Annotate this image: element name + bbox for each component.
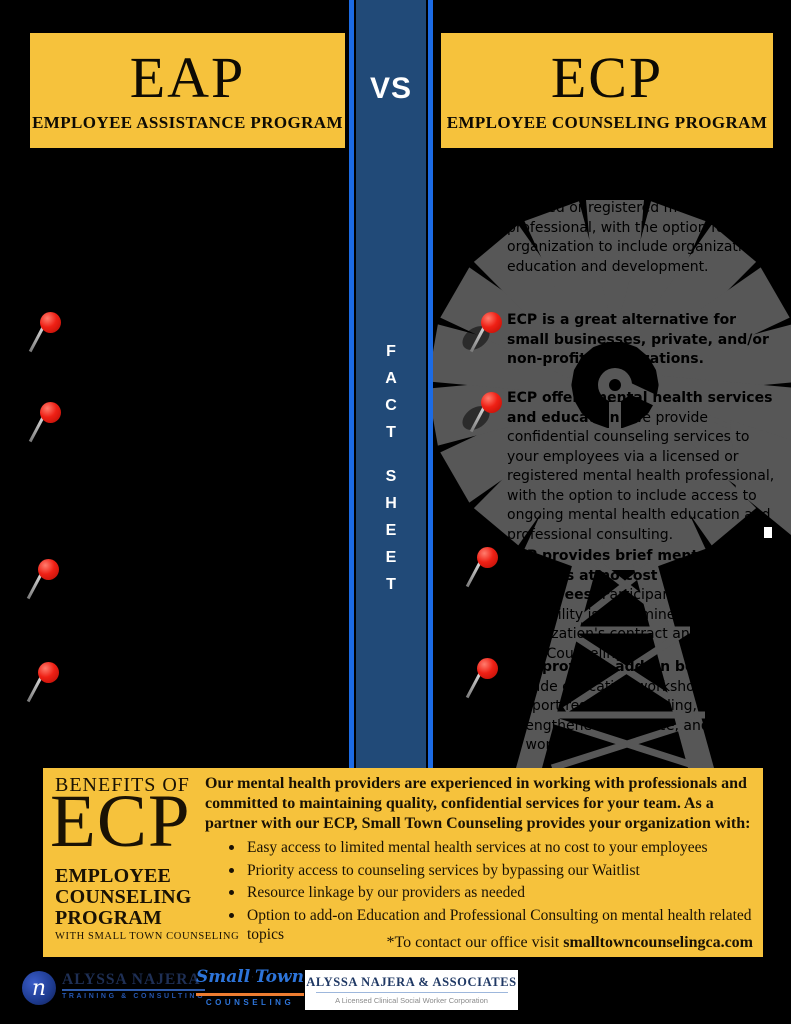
letter: E xyxy=(385,549,397,566)
alyssa-najera-associates-card: ALYSSA NAJERA & ASSOCIATES A Licensed Cl… xyxy=(305,970,518,1010)
ecp-bullet-3: ECP provides brief mental health session… xyxy=(507,548,768,662)
eap-subtitle: EMPLOYEE ASSISTANCE PROGRAM xyxy=(32,112,343,132)
ecp-intro-paragraph: ECP provides confidential counseling ser… xyxy=(507,161,772,275)
contact-line: *To contact our office visit smalltownco… xyxy=(386,934,753,952)
ecp-title: ECP xyxy=(550,44,664,110)
benefits-eyebrow: BENEFITS OF xyxy=(55,774,190,796)
program-line: EMPLOYEE xyxy=(55,865,172,887)
eap-header-box: EAP EMPLOYEE ASSISTANCE PROGRAM xyxy=(30,33,345,148)
logo1-subtitle: TRAINING & CONSULTING xyxy=(62,993,206,1000)
contact-domain: smalltowncounselingca.com xyxy=(563,934,753,951)
vs-band: VS F A C T S H E E T xyxy=(356,0,426,768)
ecp-bullet-1: ECP is a great alternative for small bus… xyxy=(507,312,769,367)
logo3-subtitle: A Licensed Clinical Social Worker Corpor… xyxy=(335,996,488,1005)
pushpin-icon xyxy=(457,312,513,360)
white-notch xyxy=(764,527,772,538)
benefits-acronym: ECP xyxy=(50,780,191,863)
ecp-header-box: ECP EMPLOYEE COUNSELING PROGRAM xyxy=(441,33,773,148)
small-town-windmill-icon xyxy=(252,976,253,978)
benefits-section: BENEFITS OF ECP EMPLOYEE COUNSELING PROG… xyxy=(43,768,763,957)
logo2-word1: Small xyxy=(196,967,251,987)
letter: S xyxy=(385,468,397,485)
vs-label: VS xyxy=(369,72,413,105)
logo2-subtitle: COUNSELING xyxy=(205,998,295,1007)
windmill-icon xyxy=(430,200,791,768)
eap-title: EAP xyxy=(129,44,246,110)
program-line: PROGRAM xyxy=(55,907,162,929)
benefit-item: Easy access to limited mental health ser… xyxy=(225,838,765,858)
contact-prefix: *To contact our office visit xyxy=(386,934,564,951)
pushpin-icon xyxy=(14,559,70,607)
benefit-item: Resource linkage by our providers as nee… xyxy=(225,883,765,903)
logo3-rule xyxy=(315,992,508,993)
logo2-script: Small Town xyxy=(196,962,304,992)
sheet-vertical-text: S H E E T xyxy=(356,463,426,598)
letter: A xyxy=(385,370,397,387)
program-line: COUNSELING xyxy=(55,886,192,908)
band-border-right xyxy=(428,0,433,768)
benefits-subtitle: WITH SMALL TOWN COUNSELING xyxy=(55,931,240,942)
logo2-orange-bar xyxy=(196,993,304,996)
letter: T xyxy=(386,424,396,441)
ecp-bullet-2: ECP offers mental health services and ed… xyxy=(507,390,775,543)
footer: n ALYSSA NAJERA TRAINING & CONSULTING Sm… xyxy=(0,957,791,1024)
ecp-bullet-4: ECP provides add-on benefits that includ… xyxy=(507,659,775,753)
alyssa-najera-training-logo: n ALYSSA NAJERA TRAINING & CONSULTING xyxy=(22,971,206,1005)
letter: F xyxy=(386,343,396,360)
pushpin-icon xyxy=(453,547,509,595)
pushpin-icon xyxy=(14,662,70,710)
letter: C xyxy=(385,397,397,414)
benefits-program-title: EMPLOYEE COUNSELING PROGRAM xyxy=(55,866,191,929)
small-town-counseling-logo: Small Town COUNSELING xyxy=(196,962,304,1007)
logo2-word2: Town xyxy=(254,967,304,987)
benefits-list: Easy access to limited mental health ser… xyxy=(225,838,765,948)
pushpin-icon xyxy=(16,402,72,450)
fact-vertical-text: F A C T xyxy=(356,338,426,446)
logo1-title: ALYSSA NAJERA xyxy=(62,971,201,988)
monogram-n-icon: n xyxy=(22,971,56,1005)
letter: T xyxy=(386,576,396,593)
letter: H xyxy=(385,495,397,512)
benefit-item: Priority access to counseling services b… xyxy=(225,861,765,881)
pushpin-icon xyxy=(16,312,72,360)
letter: E xyxy=(385,522,397,539)
ecp-subtitle: EMPLOYEE COUNSELING PROGRAM xyxy=(446,112,768,132)
pushpin-icon xyxy=(453,658,509,706)
band-border-left xyxy=(349,0,354,768)
pushpin-icon xyxy=(457,392,513,440)
benefits-paragraph: Our mental health providers are experien… xyxy=(205,775,751,832)
benefit-item: Option to add-on Education and Professio… xyxy=(225,906,765,945)
logo1-rule xyxy=(62,989,206,991)
logo3-title: ALYSSA NAJERA & ASSOCIATES xyxy=(306,975,517,989)
